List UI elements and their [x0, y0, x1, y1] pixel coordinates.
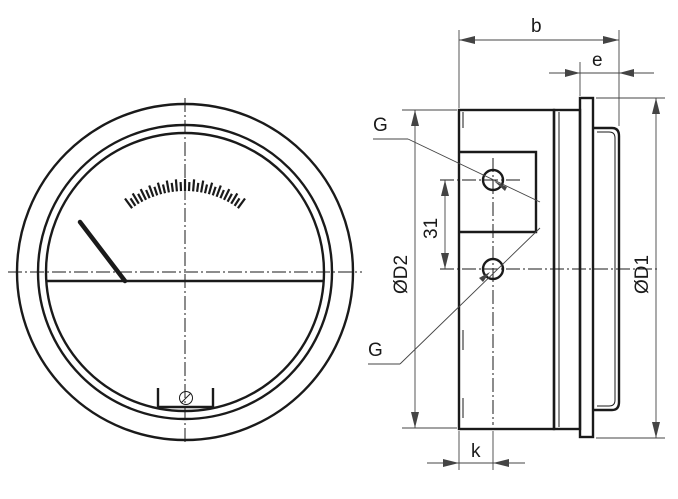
scale-tick: [153, 186, 159, 196]
dim-label-k: k: [471, 441, 481, 462]
scale-tick: [145, 189, 151, 199]
scale-tick: [131, 192, 140, 205]
dim-label-31: 31: [421, 218, 442, 239]
scale-tick: [203, 184, 209, 194]
dim-label-b: b: [531, 16, 542, 37]
label-g-top: G: [373, 115, 388, 136]
scale-tick: [200, 180, 205, 193]
scale-tick: [139, 188, 147, 201]
gauge-needle: [77, 219, 128, 284]
side-view: [440, 96, 660, 439]
scale-tick: [219, 189, 225, 199]
front-view: [8, 98, 362, 445]
port-bracket: [459, 150, 538, 234]
dim-label-d1: ØD1: [632, 255, 653, 294]
scale-tick: [156, 182, 163, 195]
dim-label-e: e: [592, 50, 603, 71]
front-flange: [578, 96, 595, 439]
scale-tick: [207, 182, 214, 195]
scale-tick: [211, 186, 217, 196]
scale-tick: [165, 180, 170, 193]
scale-tick: [124, 197, 133, 209]
label-g-bottom: G: [368, 340, 383, 361]
scale-tick: [170, 182, 174, 192]
scale-tick: [129, 197, 137, 207]
dimensions: b e ØD2 ØD1 31 k: [368, 16, 665, 470]
scale-tick: [233, 197, 241, 207]
scale-tick: [237, 197, 246, 209]
scale-tick: [192, 179, 196, 192]
zero-adjust-screw-icon: [179, 391, 193, 405]
dim-label-d2: ØD2: [391, 255, 412, 294]
scale-tick: [196, 182, 200, 192]
scale-tick: [226, 193, 233, 203]
scale-tick: [148, 185, 155, 198]
scale-tick: [174, 179, 178, 192]
scale-tick: [230, 192, 239, 205]
scale-tick: [137, 193, 144, 203]
scale-tick: [215, 185, 222, 198]
scale-tick: [223, 188, 231, 201]
scale-tick: [161, 184, 167, 194]
scale-ticks: [124, 179, 246, 209]
